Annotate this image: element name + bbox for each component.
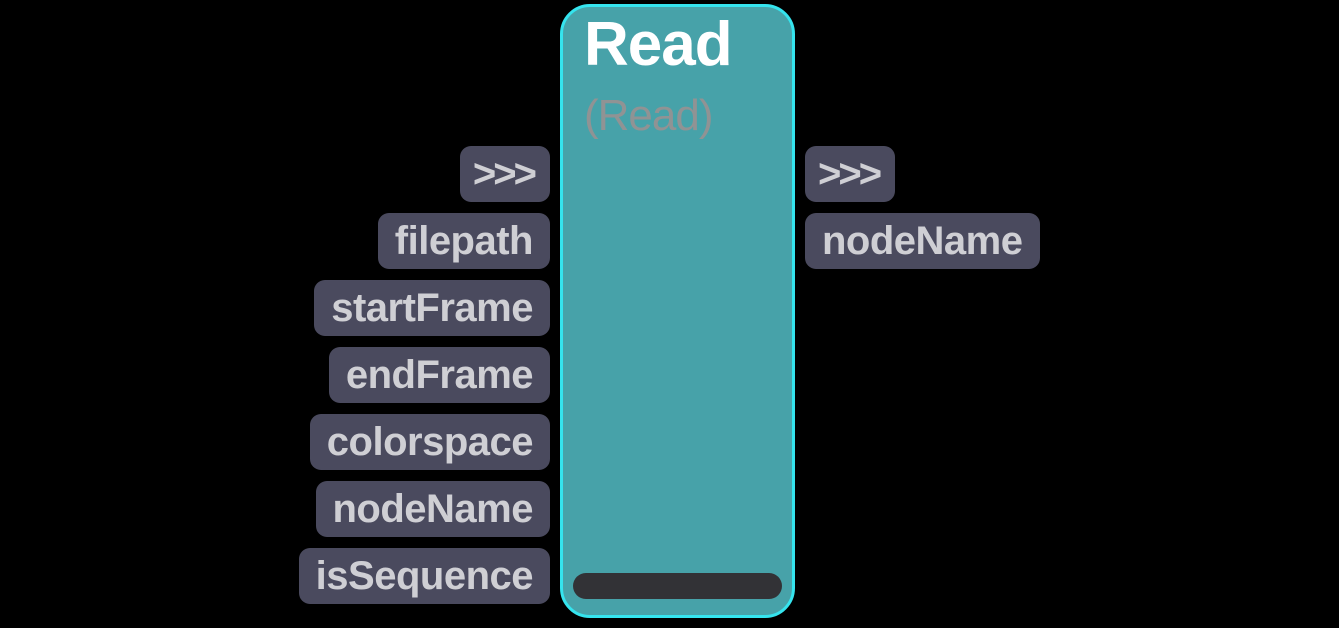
input-ports: >>> filepath startFrame endFrame colorsp… xyxy=(298,146,550,604)
output-ports: >>> nodeName xyxy=(805,146,1040,269)
output-port-nodeName[interactable]: nodeName xyxy=(805,213,1040,269)
input-port-isSequence[interactable]: isSequence xyxy=(298,548,550,604)
input-port-nodeName[interactable]: nodeName xyxy=(315,481,550,537)
input-port-colorspace[interactable]: colorspace xyxy=(309,414,550,470)
node-bottom-bar xyxy=(573,573,782,599)
output-port-exec[interactable]: >>> xyxy=(805,146,896,202)
read-node[interactable]: Read (Read) xyxy=(560,4,795,618)
input-port-filepath[interactable]: filepath xyxy=(377,213,550,269)
input-port-endFrame[interactable]: endFrame xyxy=(328,347,550,403)
input-port-exec[interactable]: >>> xyxy=(459,146,550,202)
node-subtitle: (Read) xyxy=(584,91,713,140)
input-port-startFrame[interactable]: startFrame xyxy=(314,280,550,336)
node-title: Read xyxy=(584,10,733,79)
